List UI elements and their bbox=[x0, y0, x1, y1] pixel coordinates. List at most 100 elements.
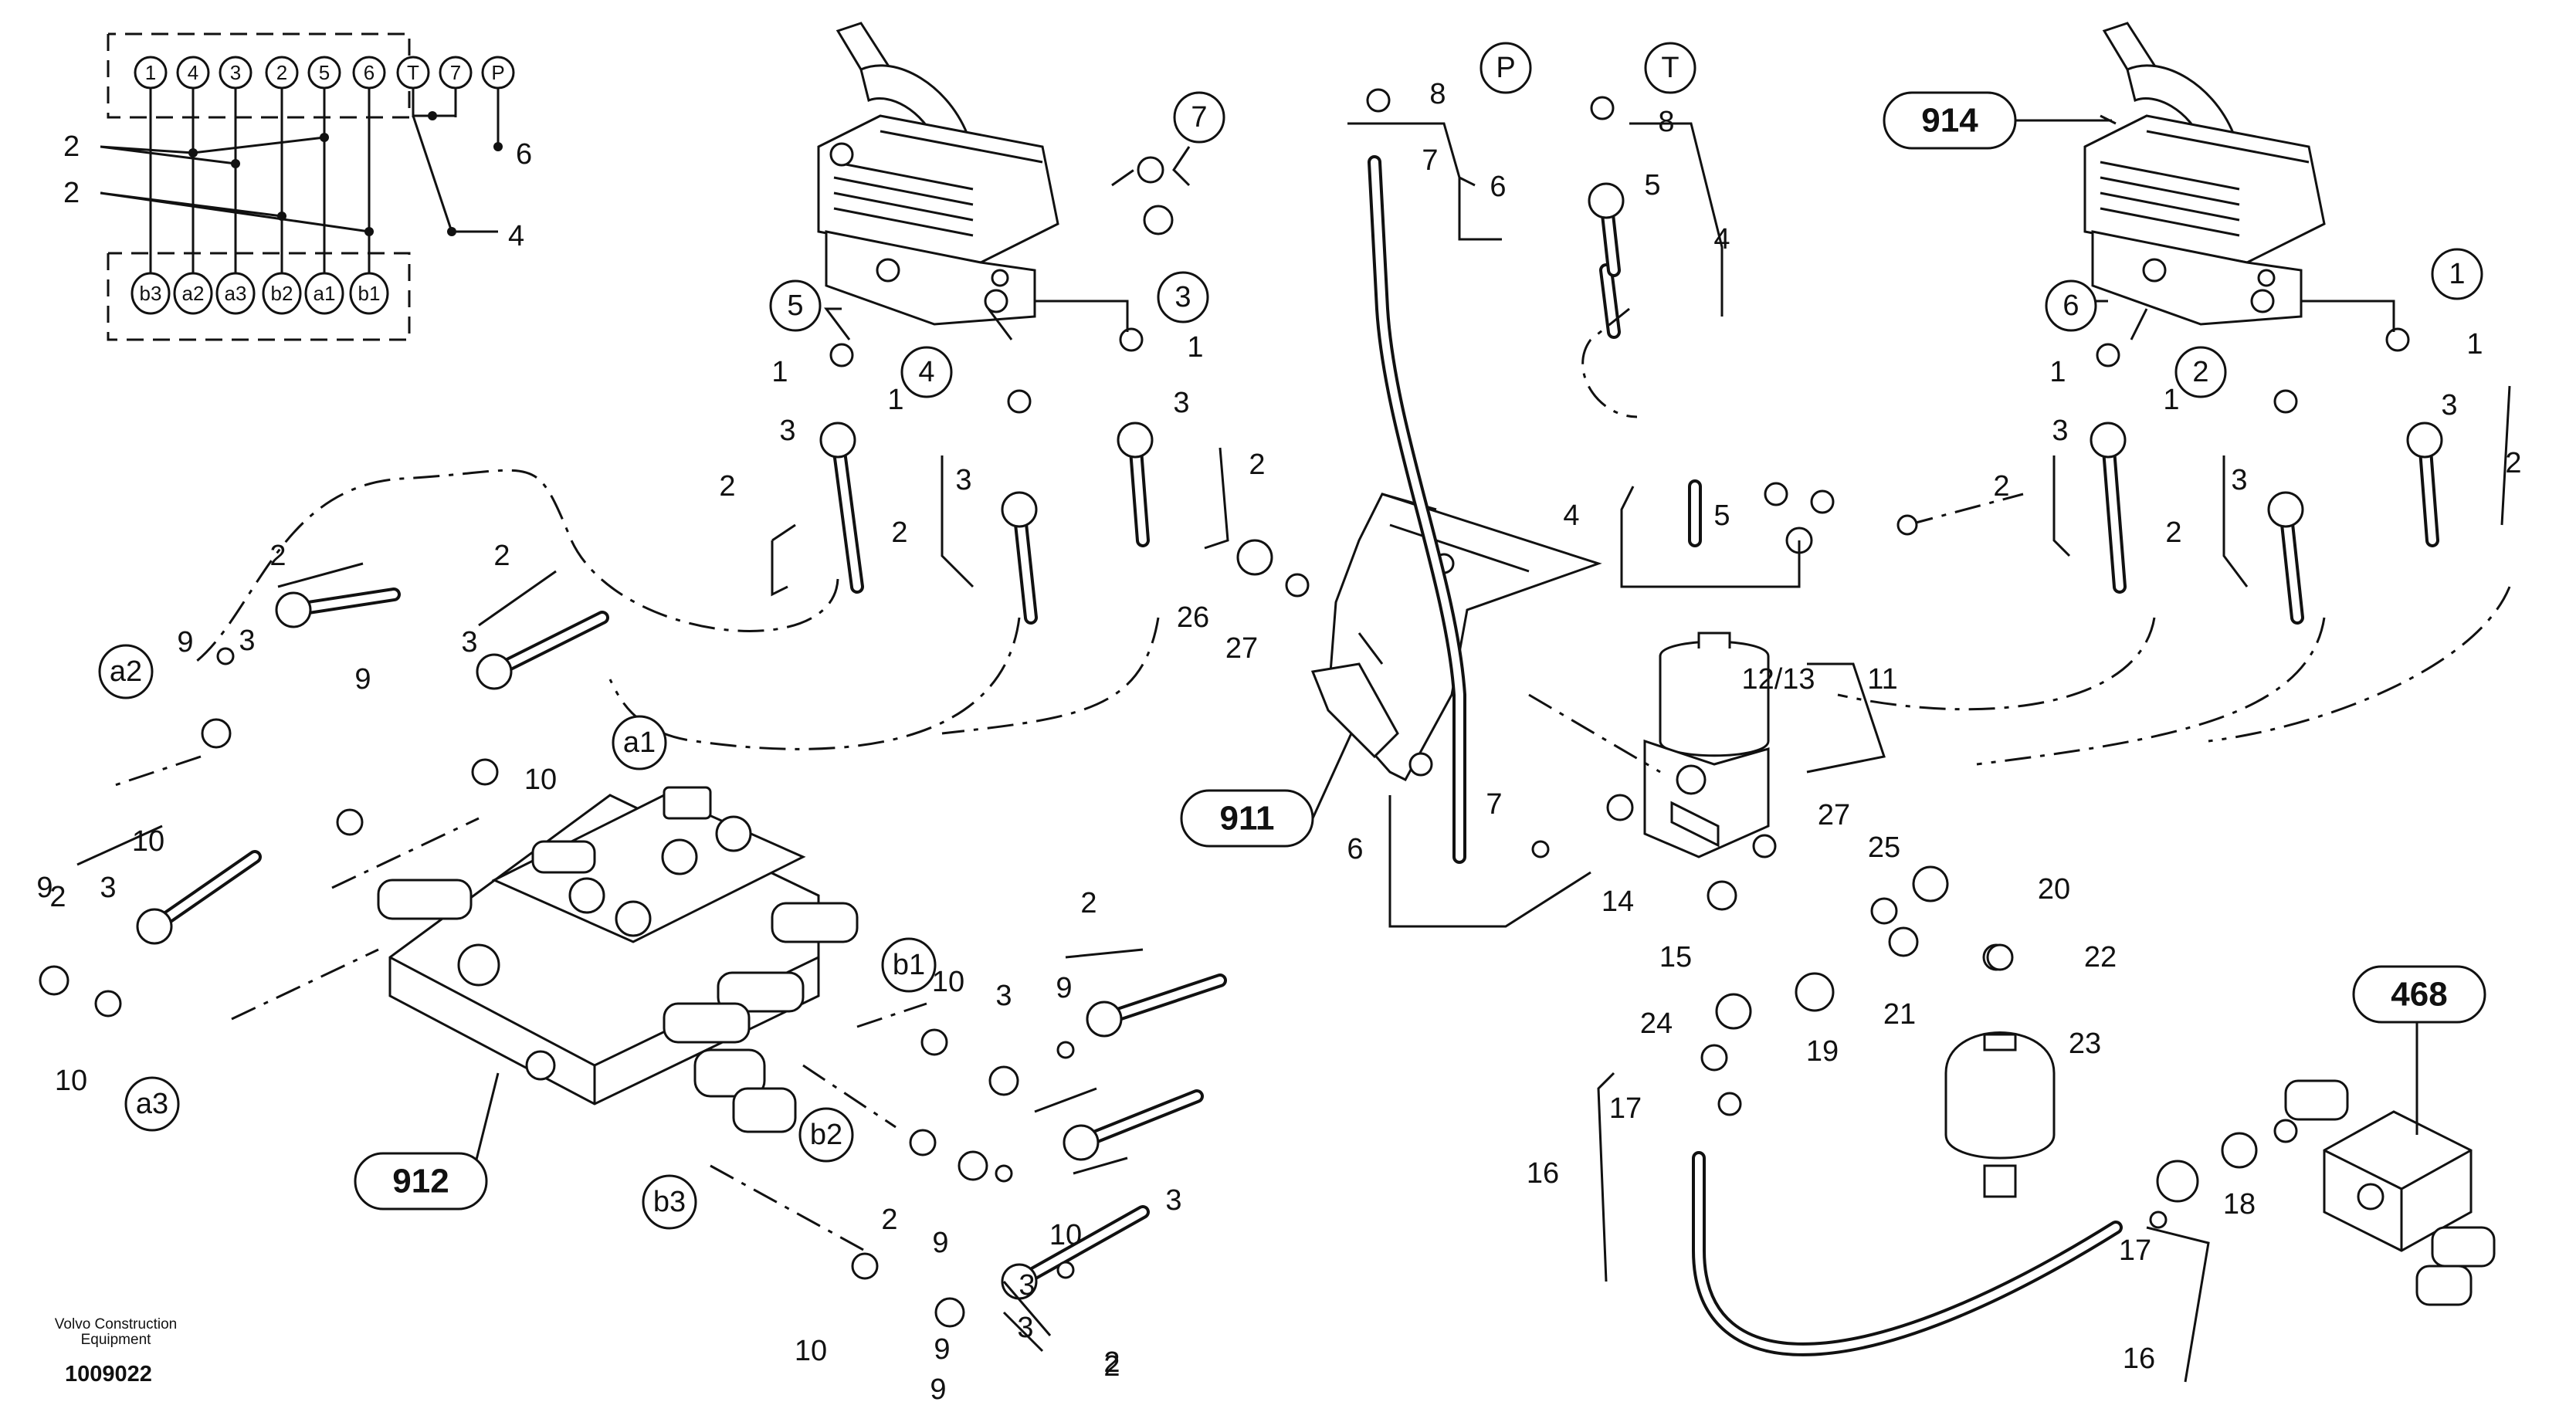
schematic-label-b: 2 bbox=[63, 177, 80, 209]
schematic-bottom-port: a2 bbox=[173, 272, 213, 315]
callout-number: 3 bbox=[995, 980, 1012, 1012]
schematic-top-port-label: 6 bbox=[364, 61, 375, 84]
assembly-468: 468 bbox=[2391, 976, 2447, 1014]
callout-number: 3 bbox=[100, 872, 116, 904]
callout-number: 8 bbox=[1429, 78, 1446, 110]
assembly-labels: 911 912 914 468 bbox=[354, 91, 2486, 1211]
callout-number: 1 bbox=[2163, 384, 2179, 416]
assembly-oval-912 bbox=[354, 1152, 488, 1211]
hose-stub bbox=[476, 611, 609, 690]
marker-P: P bbox=[1480, 42, 1532, 94]
fittings bbox=[39, 88, 2410, 1328]
callout-number: 24 bbox=[1640, 1007, 1673, 1040]
assembly-914: 914 bbox=[1921, 102, 1978, 140]
assembly-oval-911 bbox=[1180, 789, 1314, 848]
fitting bbox=[1236, 539, 1273, 576]
callout-number: 1 bbox=[1187, 331, 1203, 364]
callout-number: 19 bbox=[1806, 1035, 1839, 1068]
fitting bbox=[1715, 993, 1752, 1030]
callout-number: 1 bbox=[2049, 356, 2066, 388]
fitting bbox=[2156, 1160, 2199, 1203]
svg-text:a3: a3 bbox=[136, 1088, 168, 1120]
callout-number: 25 bbox=[1868, 831, 1900, 864]
callout-number: 9 bbox=[177, 626, 193, 659]
callout-number: 17 bbox=[1609, 1092, 1642, 1125]
marker-1: 1 bbox=[2431, 248, 2483, 300]
svg-text:3: 3 bbox=[1174, 281, 1191, 313]
schematic-bottom-port-label: b1 bbox=[358, 282, 381, 305]
svg-text:a1: a1 bbox=[623, 726, 656, 759]
hose-stub bbox=[2090, 422, 2127, 594]
hose-stub bbox=[1588, 182, 1625, 277]
schematic-top-port-label: 2 bbox=[276, 61, 287, 84]
callout-number: 22 bbox=[2084, 941, 2117, 974]
schematic-label-a: 2 bbox=[63, 130, 80, 163]
fitting bbox=[1764, 482, 1788, 506]
callout-number: 14 bbox=[1602, 885, 1634, 918]
fitting bbox=[995, 1164, 1013, 1183]
fitting bbox=[2096, 343, 2120, 367]
fitting bbox=[216, 647, 235, 665]
marker-7: 7 bbox=[1173, 91, 1225, 144]
fitting bbox=[94, 990, 122, 1018]
callout-number: 3 bbox=[955, 464, 971, 496]
svg-text:6: 6 bbox=[2062, 290, 2079, 322]
callout-number: 2 bbox=[891, 516, 907, 549]
schematic-bottom-port: a1 bbox=[304, 272, 344, 315]
schematic-bottom-port-label: a3 bbox=[225, 282, 247, 305]
callout-number: 27 bbox=[1225, 632, 1258, 665]
callout-number: 10 bbox=[1049, 1219, 1082, 1251]
schematic-top-port-label: T bbox=[407, 61, 419, 84]
callout-number: 9 bbox=[930, 1373, 946, 1406]
svg-text:1: 1 bbox=[2449, 258, 2465, 290]
svg-text:2: 2 bbox=[2192, 356, 2208, 388]
callout-number: 5 bbox=[1644, 169, 1660, 201]
schematic-bottom-port: a3 bbox=[215, 272, 256, 315]
schematic-label-c: 6 bbox=[516, 138, 532, 171]
callout-number: 2 bbox=[881, 1204, 897, 1236]
callout-number: 6 bbox=[1347, 833, 1363, 865]
svg-text:a2: a2 bbox=[110, 655, 142, 688]
callout-number: 3 bbox=[239, 625, 255, 657]
svg-text:4: 4 bbox=[918, 356, 934, 388]
schematic-bottom-port: b3 bbox=[130, 272, 171, 315]
callout-number: 6 bbox=[1490, 171, 1506, 203]
leader-lines bbox=[76, 114, 2511, 1383]
callout-number: 17 bbox=[2119, 1234, 2151, 1267]
schematic-top-port: 4 bbox=[176, 56, 210, 117]
fitting bbox=[2273, 389, 2298, 414]
callout-number: 10 bbox=[55, 1065, 87, 1097]
callout-number: 2 bbox=[2165, 516, 2181, 549]
marker-a3: a3 bbox=[124, 1076, 180, 1132]
callout-number: 2 bbox=[1103, 1346, 1120, 1379]
fitting bbox=[1590, 96, 1615, 120]
fitting bbox=[1752, 834, 1777, 858]
fitting bbox=[2273, 1119, 2298, 1143]
callout-number: 3 bbox=[2231, 464, 2247, 496]
callout-number: 1 bbox=[887, 384, 903, 416]
schematic-bottom-port: b2 bbox=[262, 272, 302, 315]
fitting bbox=[39, 965, 69, 996]
fitting bbox=[1056, 1261, 1075, 1279]
marker-5: 5 bbox=[769, 279, 822, 332]
callout-number: 4 bbox=[1563, 499, 1579, 532]
schematic-top-port-label: 3 bbox=[230, 61, 241, 84]
callout-number: 3 bbox=[1017, 1312, 1033, 1344]
fitting bbox=[2221, 1132, 2258, 1169]
joystick-left bbox=[817, 22, 1059, 326]
schematic-top-port-label: P bbox=[491, 61, 504, 84]
schematic-bottom-port-label: b3 bbox=[140, 282, 162, 305]
hose-stub bbox=[819, 422, 864, 594]
fitting bbox=[201, 718, 232, 749]
callout-number: 11 bbox=[1867, 663, 1897, 696]
schematic-top-port: 7 bbox=[439, 56, 473, 117]
callout-number: 9 bbox=[354, 663, 371, 696]
fitting bbox=[1007, 389, 1032, 414]
svg-text:P: P bbox=[1496, 52, 1515, 84]
callout-number: 16 bbox=[1527, 1157, 1559, 1190]
hose-stub bbox=[275, 587, 401, 628]
brand-name: Volvo Construction Equipment bbox=[54, 1316, 178, 1348]
svg-text:5: 5 bbox=[787, 290, 803, 322]
